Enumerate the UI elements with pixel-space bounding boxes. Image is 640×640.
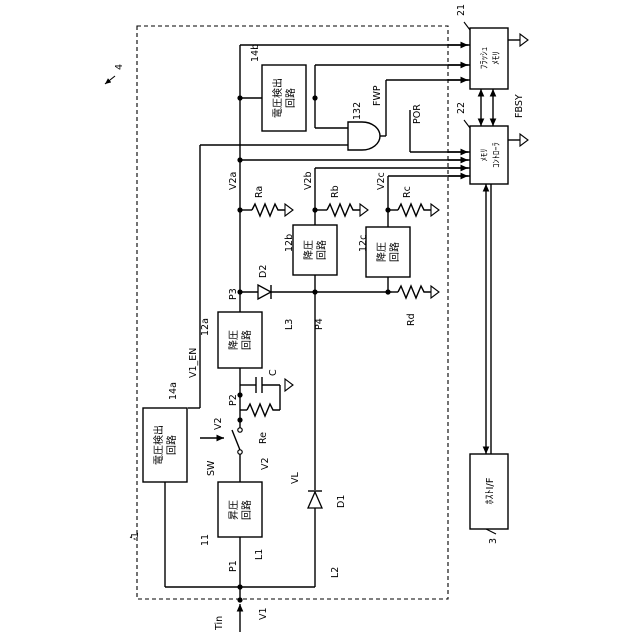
reg-c-label-line1: 降圧 (375, 242, 388, 262)
label-system-ref: 1 (130, 532, 141, 538)
label-fbsy: FBSY (514, 94, 525, 118)
label-v2-switch: V2 (213, 417, 224, 430)
regulator-12b-box (293, 225, 337, 275)
label-v2b: V2b (303, 171, 314, 190)
label-v2c: V2c (376, 172, 387, 190)
resistor-rd (398, 286, 439, 298)
host-if-label-text: ﾎｽﾄI/F (484, 477, 496, 504)
label-rb: Rb (330, 185, 341, 198)
diode-d1 (308, 491, 322, 508)
resistor-rc (398, 204, 439, 216)
label-gate-ref: 132 (352, 102, 363, 120)
label-ra: Ra (254, 186, 265, 198)
label-por: POR (412, 104, 423, 124)
det-a-label-line1: 電圧検出 (152, 425, 165, 465)
capacitor-c (240, 377, 293, 393)
controller-output-triangle (520, 134, 528, 146)
reg-c-label-line2: 回路 (388, 242, 401, 262)
label-v1-en: V1_EN (188, 348, 199, 378)
reg-a-label-line2: 回路 (240, 330, 253, 350)
boost-label-line2: 回路 (240, 500, 253, 520)
regulator-12c-box (366, 227, 410, 277)
label-v2a: V2a (228, 172, 239, 190)
label-rc: Rc (402, 186, 413, 198)
label-v1: V1 (258, 607, 269, 620)
label-d1: D1 (336, 495, 347, 508)
label-fwp: FWP (372, 85, 383, 106)
label-det-a-ref: 14a (168, 382, 179, 400)
label-l3: L3 (284, 319, 295, 330)
label-p1: P1 (228, 560, 239, 572)
reg-b-label-line1: 降圧 (302, 240, 315, 260)
reg-a-label-line1: 降圧 (227, 330, 240, 350)
label-reg-a-ref: 12a (200, 318, 211, 336)
label-sw: SW (206, 460, 217, 476)
diode-d2 (258, 285, 271, 299)
label-flash-ref: 21 (456, 4, 467, 16)
label-boost-ref: 11 (200, 534, 211, 546)
label-rd: Rd (406, 313, 417, 326)
label-p4: P4 (314, 318, 325, 330)
label-host-ref: 3 (488, 538, 499, 544)
reg-b-label-line2: 回路 (315, 240, 328, 260)
det-b-label-line2: 回路 (284, 88, 297, 108)
label-vl: VL (290, 472, 301, 484)
switch-contact-top (238, 428, 242, 432)
label-re: Re (258, 432, 269, 444)
label-v2-boost: V2 (260, 457, 271, 470)
label-l1: L1 (254, 549, 265, 560)
label-p3: P3 (228, 288, 239, 300)
detector-14b-box (262, 65, 306, 131)
boost-label-line1: 昇圧 (228, 500, 240, 520)
flash-output-triangle (520, 34, 528, 46)
and-gate-132 (340, 122, 380, 150)
host-if-label: ﾎｽﾄI/F (484, 477, 496, 504)
label-reg-c-ref: 12c (358, 235, 369, 252)
resistor-rb (327, 204, 368, 216)
label-tin: Tin (214, 616, 225, 631)
boost-circuit-box (218, 482, 262, 537)
resistor-ra (252, 204, 293, 216)
det-a-label-line2: 回路 (165, 435, 178, 455)
label-d2: D2 (258, 265, 269, 278)
resistor-re (240, 385, 280, 416)
label-l2: L2 (330, 567, 341, 578)
label-reg-b-ref: 12b (284, 234, 295, 252)
label-module-ref: 4 (114, 64, 125, 70)
flash-label-line1: ﾌﾗｯｼｭ (479, 47, 490, 70)
label-controller-ref: 22 (456, 102, 467, 114)
flash-label-line2: ﾒﾓﾘ (492, 51, 502, 65)
det-b-label-line1: 電圧検出 (271, 78, 284, 118)
label-c: C (268, 369, 279, 376)
label-det-b-ref: 14b (250, 44, 261, 62)
regulator-12a-box (218, 312, 262, 368)
label-p2: P2 (228, 394, 239, 406)
controller-label-line2: ｺﾝﾄﾛｰﾗ (492, 142, 502, 168)
switch-contact-bottom (238, 450, 242, 454)
detector-14a-box (143, 408, 187, 482)
controller-label-line1: ﾒﾓﾘ (480, 149, 490, 162)
